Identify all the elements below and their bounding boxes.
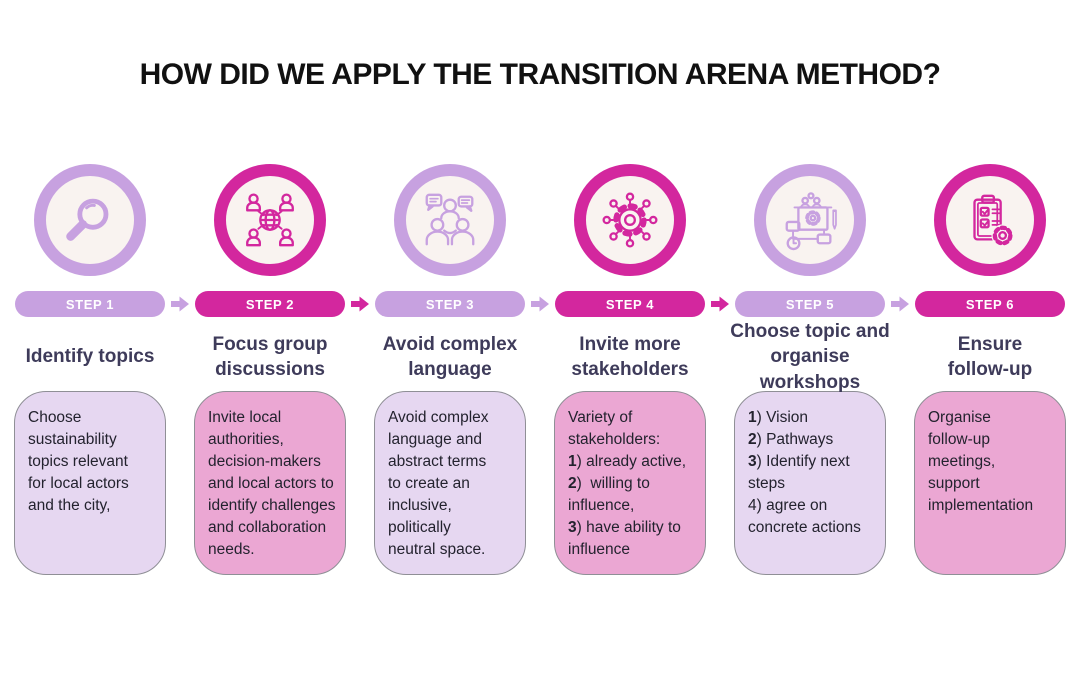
discussion-icon — [425, 193, 475, 246]
step-column-2: STEP 2 Focus group discussions Invite lo… — [180, 164, 369, 575]
step-6-badge: STEP 6 — [915, 291, 1065, 317]
step-4-badge: STEP 4 — [555, 291, 705, 317]
step-1-badge: STEP 1 — [15, 291, 165, 317]
step-column-4: STEP 4 Invite more stakeholders Variety … — [540, 164, 729, 575]
step-2-icon-badge — [214, 164, 326, 276]
stakeholder-network-gear-icon — [602, 192, 658, 248]
step-5-band: STEP 5 — [720, 291, 909, 317]
step-2-badge: STEP 2 — [195, 291, 345, 317]
step-column-3: STEP 3 Avoid complex language Avoid comp… — [360, 164, 549, 575]
step-arrow-icon — [891, 296, 909, 312]
step-2-title: Focus group discussions — [212, 333, 328, 380]
step-5-title: Choose topic and organise workshops — [730, 321, 890, 393]
step-1-title: Identify topics — [25, 346, 155, 368]
step-1-band: STEP 1 — [0, 291, 189, 317]
step-column-5: STEP 5 Choose topic and organise worksho… — [720, 164, 909, 575]
step-arrow-icon — [531, 296, 549, 312]
workshop-planning-icon — [785, 192, 837, 251]
step-6-icon-badge — [934, 164, 1046, 276]
step-arrow-icon — [711, 296, 729, 312]
step-arrow-icon — [171, 296, 189, 312]
step-4-band: STEP 4 — [540, 291, 729, 317]
step-3-icon-badge — [394, 164, 506, 276]
infographic-title: HOW DID WE APPLY THE TRANSITION ARENA ME… — [139, 58, 941, 91]
step-3-badge: STEP 3 — [375, 291, 525, 317]
step-5-badge: STEP 5 — [735, 291, 885, 317]
checklist-gear-icon — [973, 194, 1014, 247]
magnifier-icon — [66, 198, 109, 241]
step-5-icon-badge — [754, 164, 866, 276]
step-2-band: STEP 2 — [180, 291, 369, 317]
step-3-band: STEP 3 — [360, 291, 549, 317]
step-6-band: STEP 6 — [900, 291, 1080, 317]
focus-group-network-icon — [246, 193, 294, 247]
step-4-title: Invite more stakeholders — [571, 333, 689, 380]
step-6-title: Ensure follow-up — [947, 333, 1033, 380]
step-1-icon-badge — [34, 164, 146, 276]
step-arrow-icon — [351, 296, 369, 312]
step-4-icon-badge — [574, 164, 686, 276]
step-3-title: Avoid complex language — [382, 333, 518, 380]
